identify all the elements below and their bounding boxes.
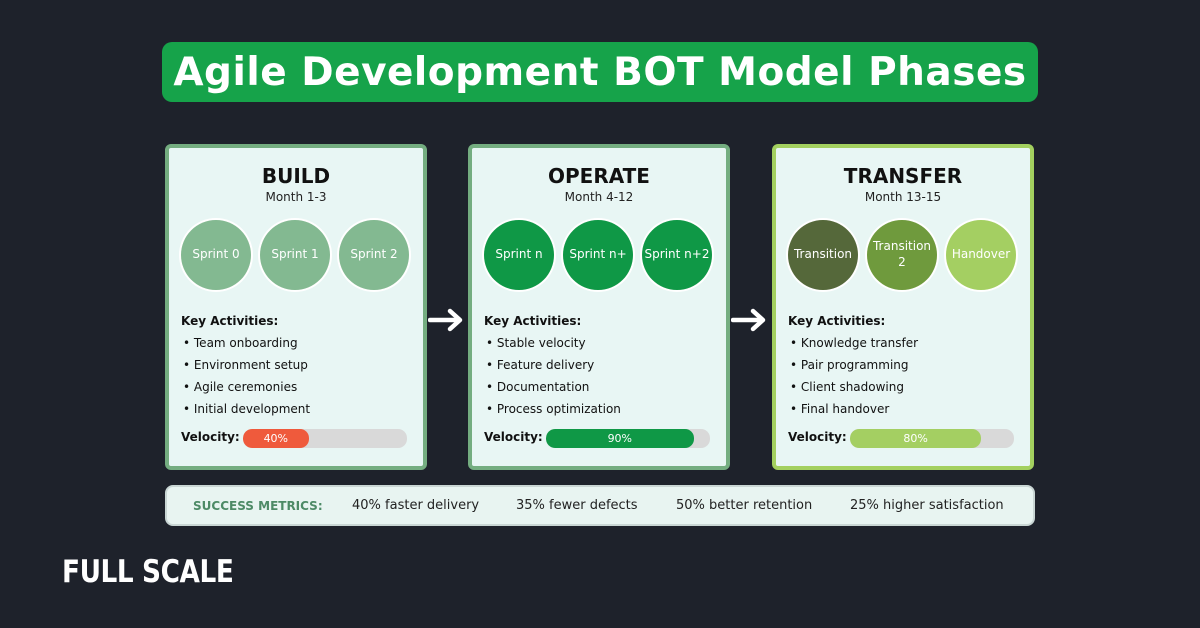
arrow-right-icon	[428, 308, 463, 332]
sprint-circle: Sprint 2	[339, 220, 409, 290]
metric-item: 35% fewer defects	[516, 498, 638, 513]
sprint-circle: Transition	[788, 220, 858, 290]
metric-item: 50% better retention	[676, 498, 813, 513]
phase-name: OPERATE	[548, 164, 650, 188]
sprint-circle: Sprint n+	[563, 220, 633, 290]
sprint-circle: Sprint n+2	[642, 220, 712, 290]
velocity-label: Velocity:	[788, 430, 847, 444]
success-metrics-label: SUCCESS METRICS:	[193, 499, 323, 513]
phase-panel-transfer: TRANSFER Month 13-15 Transition Transiti…	[772, 144, 1034, 470]
phase-name: TRANSFER	[843, 164, 963, 188]
phase-period: Month 13-15	[864, 190, 942, 204]
metric-item: 25% higher satisfaction	[850, 498, 1004, 513]
sprint-circle: Sprint 0	[181, 220, 251, 290]
activity-item: • Process optimization	[486, 402, 621, 416]
activity-item: • Initial development	[183, 402, 311, 416]
activity-item: • Agile ceremonies	[183, 380, 298, 394]
activity-item: • Stable velocity	[486, 336, 586, 350]
key-activities-heading: Key Activities:	[181, 314, 279, 328]
phase-period: Month 4-12	[564, 190, 634, 204]
sprint-circle: Sprint n	[484, 220, 554, 290]
velocity-label: Velocity:	[181, 430, 240, 444]
velocity-bar-track: 40%	[243, 429, 407, 448]
success-metrics-bar: SUCCESS METRICS: 40% faster delivery 35%…	[165, 485, 1035, 526]
sprint-circle: Sprint 1	[260, 220, 330, 290]
key-activities-heading: Key Activities:	[788, 314, 886, 328]
diagram-title: Agile Development BOT Model Phases	[162, 42, 1038, 102]
activity-item: • Environment setup	[183, 358, 308, 372]
phase-panel-operate: OPERATE Month 4-12 Sprint n Sprint n+ Sp…	[468, 144, 730, 470]
velocity-bar-fill: 90%	[546, 429, 694, 448]
sprint-circle: Handover	[946, 220, 1016, 290]
brand-logo: FULL SCALE	[62, 554, 234, 590]
arrow-right-icon	[731, 308, 766, 332]
activity-item: • Team onboarding	[183, 336, 298, 350]
velocity-label: Velocity:	[484, 430, 543, 444]
activity-item: • Knowledge transfer	[790, 336, 919, 350]
phase-panel-build: BUILD Month 1-3 Sprint 0 Sprint 1 Sprint…	[165, 144, 427, 470]
velocity-bar-fill: 80%	[850, 429, 982, 448]
phase-period: Month 1-3	[265, 190, 327, 204]
activity-item: • Pair programming	[790, 358, 909, 372]
phase-name: BUILD	[261, 164, 331, 188]
activity-item: • Feature delivery	[486, 358, 595, 372]
activity-item: • Documentation	[486, 380, 590, 394]
activity-item: • Final handover	[790, 402, 890, 416]
velocity-bar-fill: 40%	[243, 429, 309, 448]
key-activities-heading: Key Activities:	[484, 314, 582, 328]
velocity-bar-track: 80%	[850, 429, 1014, 448]
activity-item: • Client shadowing	[790, 380, 904, 394]
metric-item: 40% faster delivery	[352, 498, 480, 513]
velocity-bar-track: 90%	[546, 429, 710, 448]
sprint-circle: Transition 2	[867, 220, 937, 290]
